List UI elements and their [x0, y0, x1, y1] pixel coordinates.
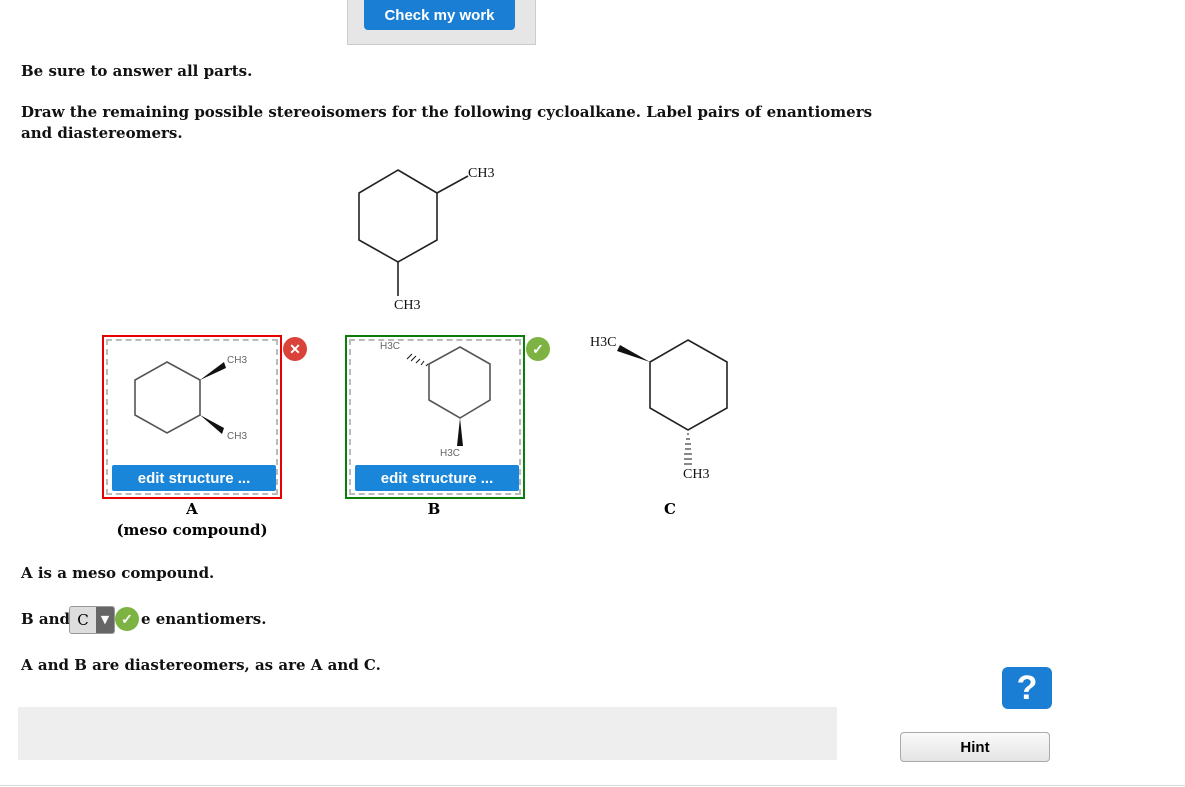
question-line-1: Draw the remaining possible stereoisomer… [21, 103, 873, 121]
answer-enantiomers-prefix: B and [21, 610, 71, 628]
help-question-icon[interactable]: ? [1002, 667, 1052, 709]
label-a-meso: (meso compound) [116, 521, 268, 539]
label-c: C [664, 500, 676, 518]
edit-structure-a-button[interactable]: edit structure ... [112, 465, 276, 491]
feedback-panel [18, 707, 837, 760]
given-cyclohexane [358, 169, 438, 263]
label-a: A [186, 500, 198, 518]
incorrect-x-icon: ✕ [283, 337, 307, 361]
structure-a-substituent: CH3 [227, 431, 248, 442]
correct-check-icon: ✓ [526, 337, 550, 361]
structure-b-box: edit structure ... [345, 335, 525, 499]
hash-bonds [406, 353, 692, 465]
structure-c-substituent: H3C [590, 335, 617, 350]
answer-diastereomers: A and B are diastereomers, as are A and … [21, 656, 381, 674]
wedge-bond [200, 362, 226, 380]
bottom-divider [0, 785, 1185, 786]
select-value: C [77, 611, 89, 629]
structure-a-substituent: CH3 [227, 355, 248, 366]
answer-enantiomers-suffix: e enantiomers. [141, 610, 267, 628]
edit-structure-b-button[interactable]: edit structure ... [355, 465, 519, 491]
given-bottom-substituent: CH3 [394, 298, 421, 313]
structure-a-box: edit structure ... [102, 335, 282, 499]
instruction-note: Be sure to answer all parts. [21, 62, 253, 80]
enantiomer-select[interactable]: C ▼ [69, 606, 115, 634]
chevron-down-icon: ▼ [96, 607, 114, 633]
label-b: B [427, 500, 441, 518]
wedge-bond [617, 345, 650, 362]
correct-check-icon: ✓ [115, 607, 139, 631]
structure-b-substituent: H3C [380, 341, 401, 352]
question-line-2: and diastereomers. [21, 124, 183, 142]
check-bar: Check my work [347, 0, 536, 45]
check-my-work-button[interactable]: Check my work [364, 0, 515, 30]
hint-button[interactable]: Hint [900, 732, 1050, 762]
answer-meso: A is a meso compound. [21, 564, 215, 582]
structure-c-ring [649, 339, 728, 431]
wedge-bond [457, 418, 463, 446]
wedge-bond [200, 415, 224, 434]
structure-c-substituent: CH3 [683, 467, 710, 482]
structure-b-substituent: H3C [440, 448, 461, 459]
given-top-substituent: CH3 [468, 166, 495, 181]
